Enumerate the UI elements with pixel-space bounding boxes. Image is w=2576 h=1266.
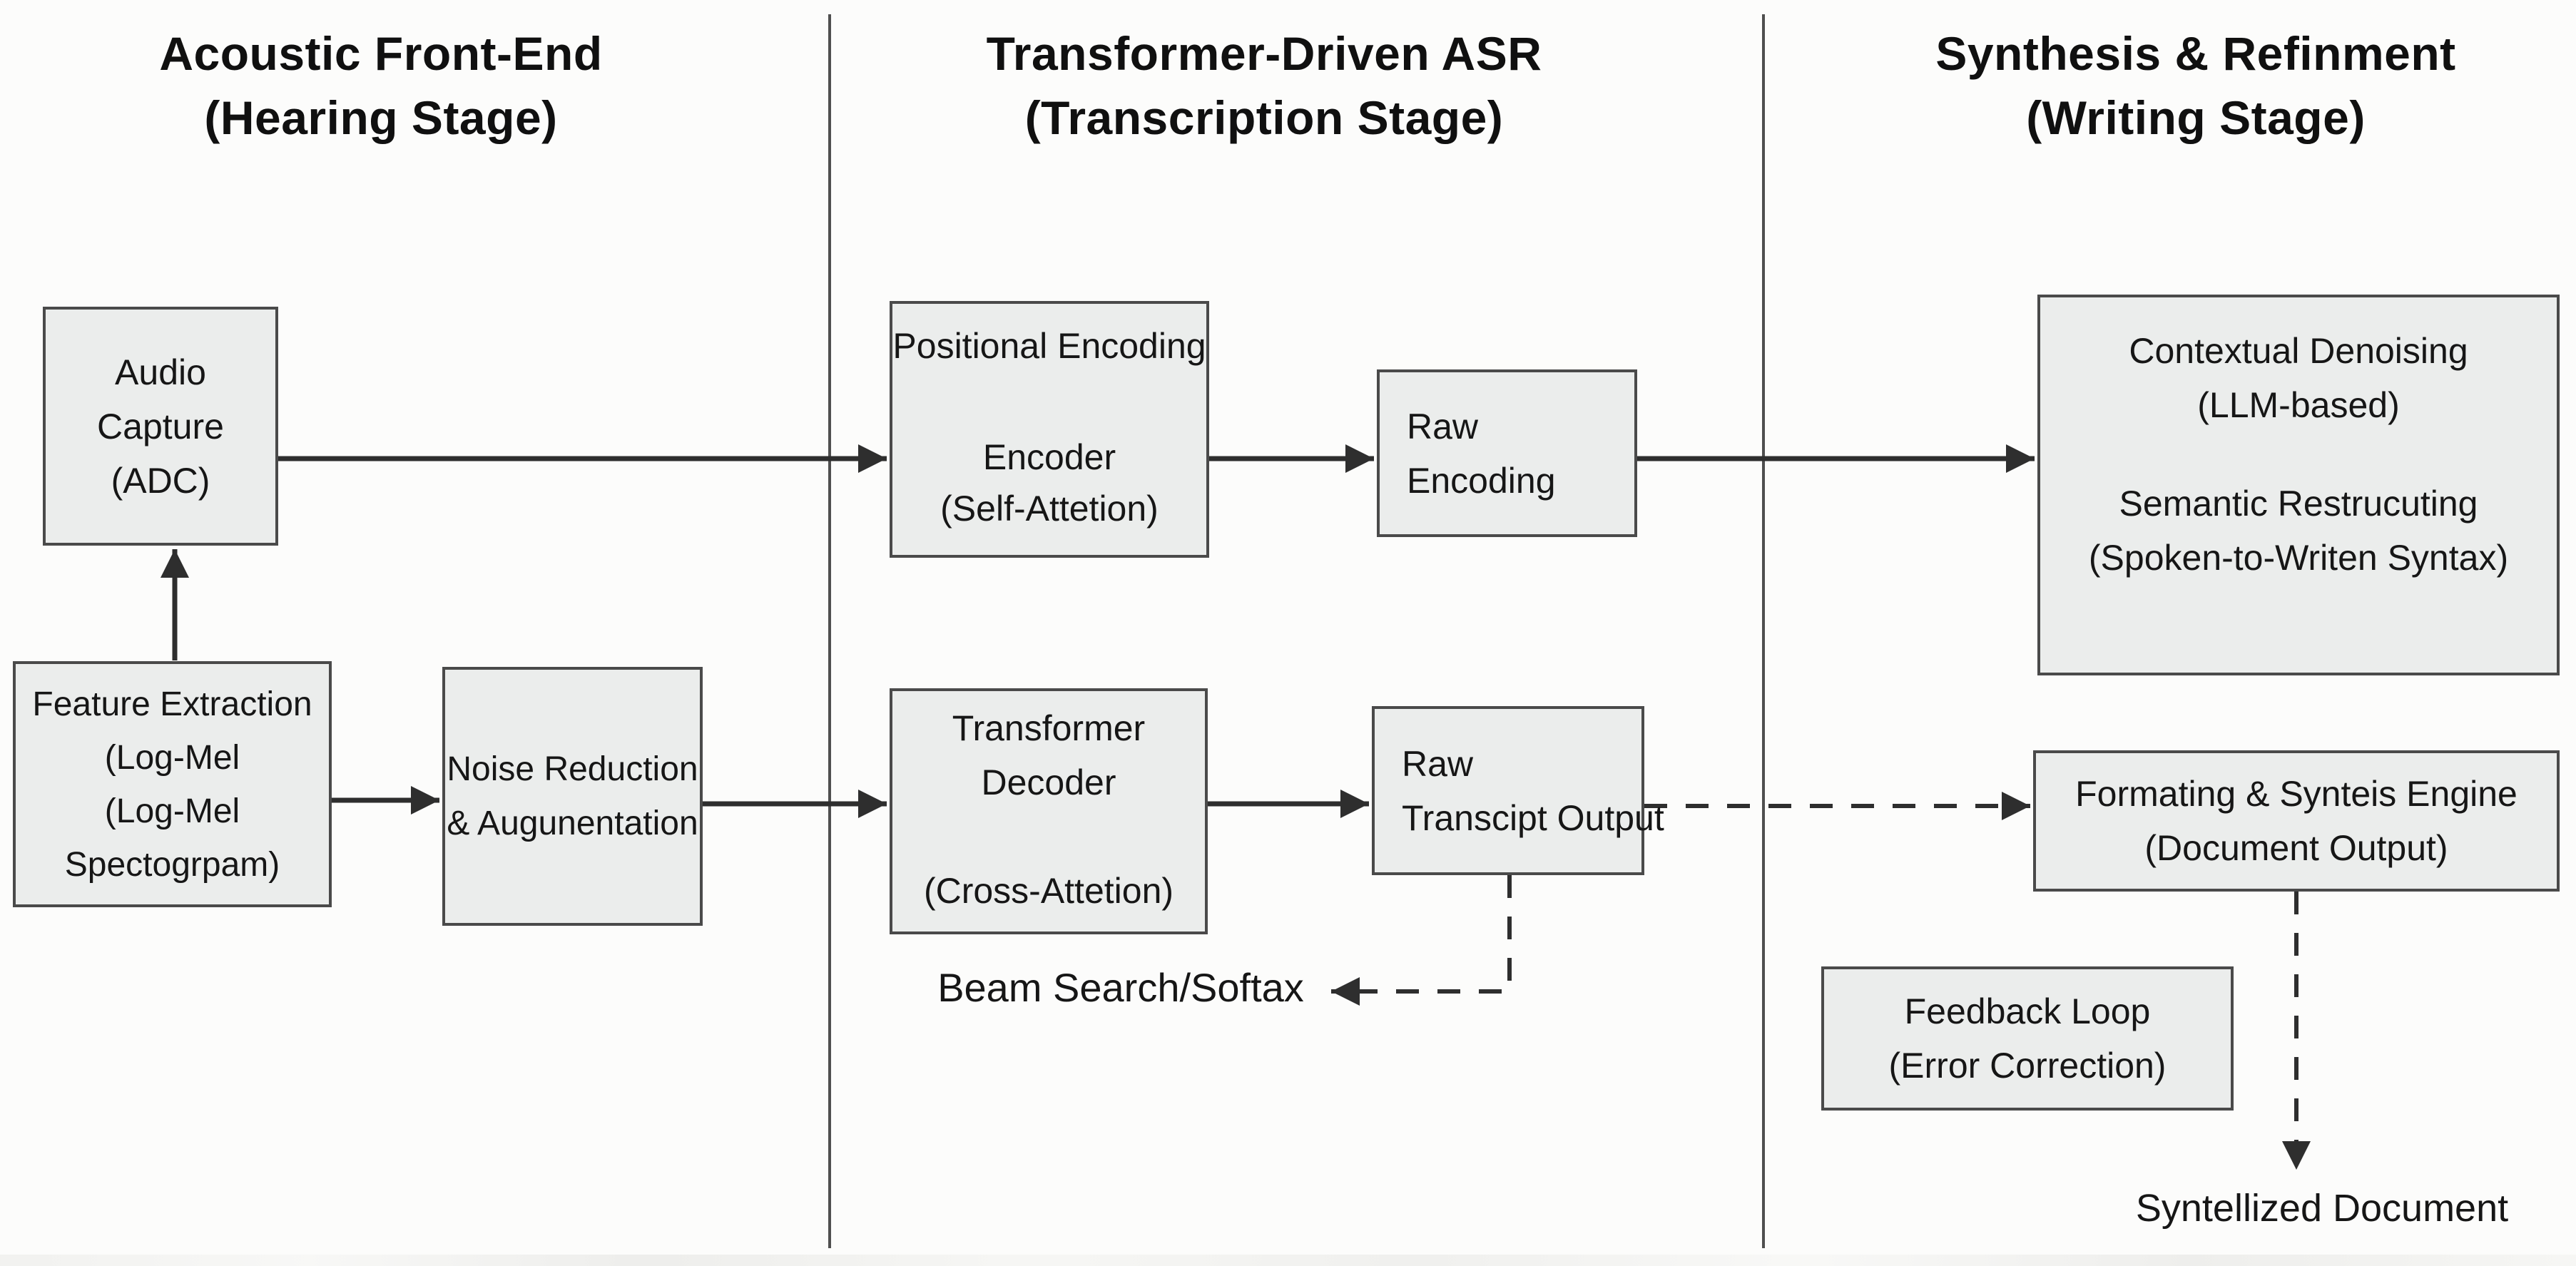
column-header-acoustic-front-end: Acoustic Front-End (Hearing Stage) xyxy=(96,21,666,150)
box-line: Decoder xyxy=(981,762,1116,802)
box-line: (Cross-Attetion) xyxy=(923,871,1174,911)
bottom-edge-artifact xyxy=(0,1255,2576,1266)
box-line: (Log-Mel xyxy=(104,738,240,777)
box-line: Feedback Loop xyxy=(1904,991,2151,1031)
box-transformer-decoder: Transformer Decoder (Cross-Attetion) xyxy=(890,688,1208,934)
box-line: (LLM-based) xyxy=(2197,385,2400,425)
box-line: Formating & Synteis Engine xyxy=(2075,774,2518,814)
box-line: (Error Correction) xyxy=(1888,1046,2167,1086)
header-line: (Hearing Stage) xyxy=(204,91,558,144)
box-line: Transformer xyxy=(952,708,1146,748)
box-line: Capture xyxy=(97,406,224,446)
box-line: Noise Reduction xyxy=(447,750,698,788)
box-line: Semantic Restrucuting xyxy=(2119,484,2478,524)
box-raw-transcript-output: Raw Transcipt Output xyxy=(1372,706,1664,875)
box-positional-encoding-encoder: Positional Encoding Encoder (Self-Atteti… xyxy=(890,301,1209,558)
box-line: (Spoken-to-Writen Syntax) xyxy=(2088,538,2509,578)
box-noise-reduction: Noise Reduction & Augunentation xyxy=(442,667,703,926)
header-line: (Writing Stage) xyxy=(2026,91,2366,144)
box-feedback-loop: Feedback Loop (Error Correction) xyxy=(1821,966,2234,1111)
box-feature-extraction: Feature Extraction (Log-Mel (Log-Mel Spe… xyxy=(13,661,332,907)
column-header-synthesis-refinement: Synthesis & Refinment (Writing Stage) xyxy=(1910,21,2481,150)
box-line: Audio xyxy=(115,352,206,392)
box-formatting-synthesis-engine: Formating & Synteis Engine (Document Out… xyxy=(2033,750,2560,892)
box-line: Feature Extraction xyxy=(32,685,312,723)
header-line: Synthesis & Refinment xyxy=(1935,27,2456,80)
column-header-transformer-asr: Transformer-Driven ASR (Transcription St… xyxy=(979,21,1549,150)
box-line: Raw xyxy=(1407,406,1479,446)
box-line: Spectogrpam) xyxy=(64,845,280,884)
box-line: Encoding xyxy=(1407,460,1556,501)
box-line: & Augunentation xyxy=(447,804,698,842)
box-line: Positional Encoding xyxy=(892,326,1206,366)
box-raw-encoding: Raw Encoding xyxy=(1377,369,1637,537)
header-line: (Transcription Stage) xyxy=(1024,91,1504,144)
box-line: (Self-Attetion) xyxy=(940,489,1159,529)
box-audio-capture: Audio Capture (ADC) xyxy=(43,307,278,546)
label-synthesized-document: Syntellized Document xyxy=(2135,1187,2509,1230)
label-beam-search-softmax: Beam Search/Softax xyxy=(937,965,1304,1010)
dashed-arrow-transcript-to-beamsearch xyxy=(1331,875,1512,1006)
box-line: (Document Output) xyxy=(2144,828,2448,868)
header-line: Transformer-Driven ASR xyxy=(986,27,1542,80)
box-line: (Log-Mel xyxy=(104,792,240,830)
box-line: Contextual Denoising xyxy=(2129,331,2468,371)
box-line: Raw xyxy=(1402,743,1474,784)
box-line: (ADC) xyxy=(111,460,210,501)
box-line: Transcipt Output xyxy=(1402,797,1664,838)
box-contextual-denoising: Contextual Denoising (LLM-based) Semanti… xyxy=(2037,295,2560,675)
box-line: Encoder xyxy=(982,437,1116,477)
header-line: Acoustic Front-End xyxy=(159,27,603,80)
